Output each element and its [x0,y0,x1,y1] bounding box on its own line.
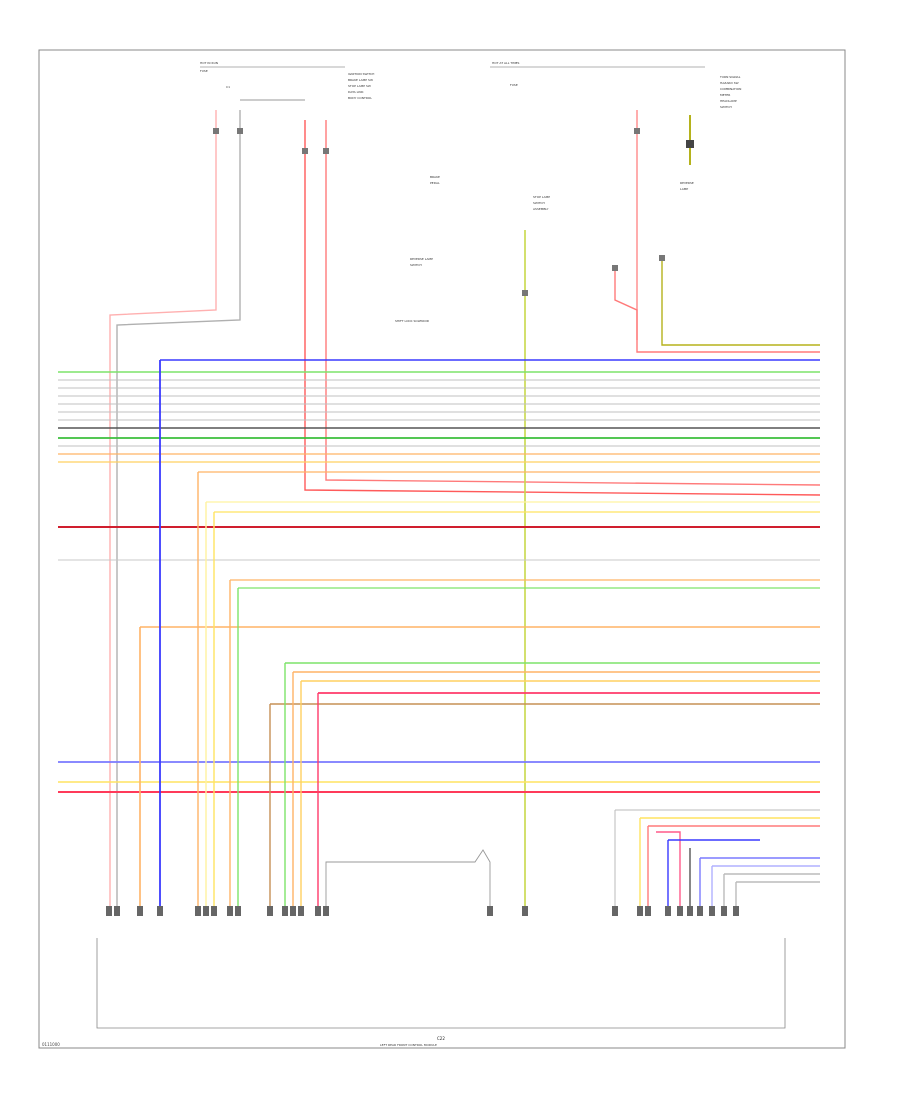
svg-text:LAMP: LAMP [680,187,688,191]
svg-text:HEADLAMP: HEADLAMP [720,99,737,103]
svg-text:BRAKE: BRAKE [430,175,440,179]
svg-text:IGNITION SWITCH: IGNITION SWITCH [348,72,374,76]
module-label: C22 [437,1036,445,1041]
svg-text:FUSE: FUSE [200,69,208,73]
horizontal-bus [58,359,820,793]
diagram-border [38,49,846,1049]
svg-text:TURN SIGNAL: TURN SIGNAL [719,75,741,79]
control-module: C22 LEFT REAR FRONT CONTROL MODULE [96,938,786,1047]
svg-text:C1: C1 [226,85,230,89]
top-center-power-block: HOT AT ALL TIMES FUSE BRAKE PEDAL STOP L… [395,61,741,323]
svg-text:HAZARD SW: HAZARD SW [720,81,739,85]
svg-text:ASSEMBLY: ASSEMBLY [533,207,549,211]
svg-text:REVERSE: REVERSE [680,181,694,185]
top-vertical-wires [109,110,821,910]
svg-text:BRAKE LAMP SW: BRAKE LAMP SW [348,78,373,82]
svg-text:HOT IN RUN: HOT IN RUN [200,61,218,65]
svg-text:FUSE: FUSE [510,83,518,87]
svg-text:PEDAL: PEDAL [430,181,440,185]
top-left-power-block: HOT IN RUN FUSE C1 IGNITION SWITCH BRAKE… [200,61,374,101]
inline-connectors [213,128,694,296]
svg-text:METER: METER [720,93,730,97]
svg-text:SHIFT LOCK SOLENOID: SHIFT LOCK SOLENOID [395,319,430,323]
svg-text:STOP LAMP SW: STOP LAMP SW [348,84,371,88]
module-subtitle: LEFT REAR FRONT CONTROL MODULE [380,1043,437,1047]
svg-text:COMBINATION: COMBINATION [720,87,741,91]
svg-text:REVERSE LAMP: REVERSE LAMP [410,257,433,261]
svg-text:BODY CONTROL: BODY CONTROL [348,96,372,100]
svg-text:SWITCH: SWITCH [410,263,422,267]
svg-text:STOP LAMP: STOP LAMP [533,195,550,199]
module-pin-row [106,906,739,916]
svg-text:HOT AT ALL TIMES: HOT AT ALL TIMES [492,61,520,65]
footer-code: 0111000 [42,1042,60,1047]
svg-text:SWITCH: SWITCH [533,201,545,205]
svg-text:DATA LINK: DATA LINK [348,90,364,94]
module-drop-wires [139,360,820,910]
svg-text:SWITCH: SWITCH [720,105,732,109]
